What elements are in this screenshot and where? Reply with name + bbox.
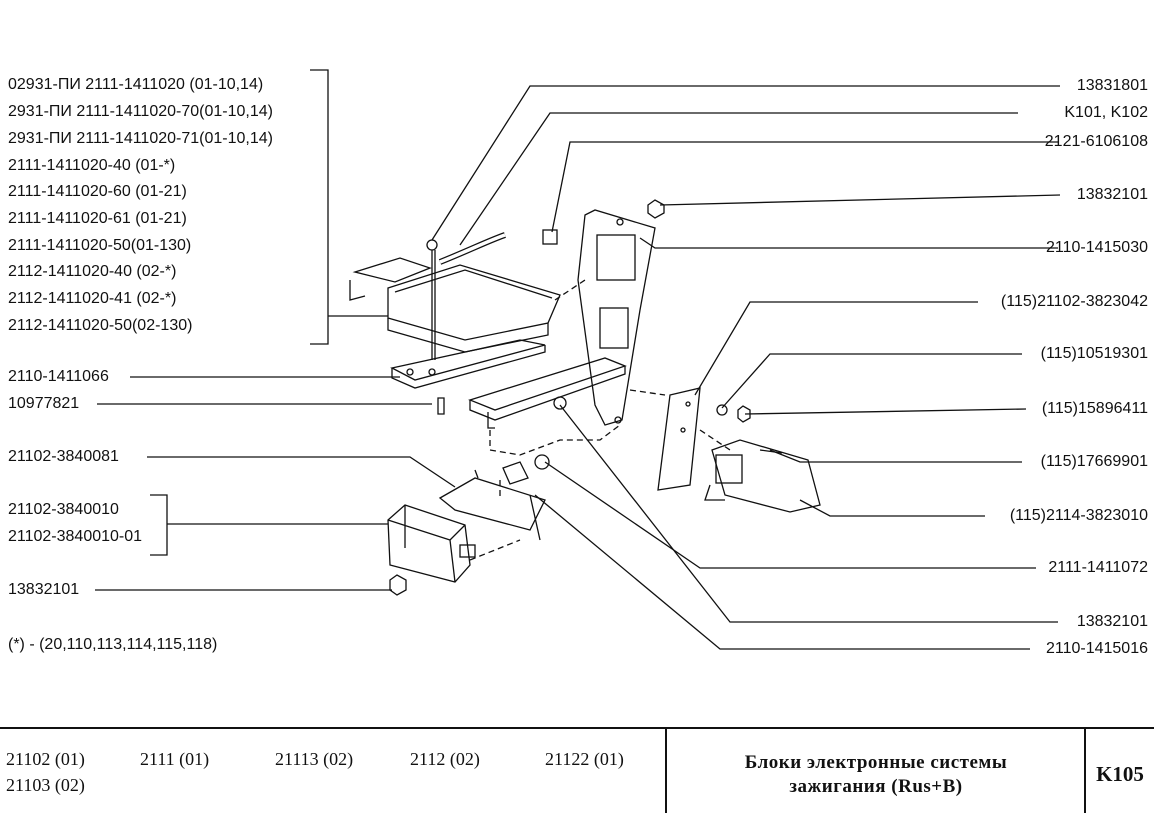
model-label: 21102 (01) <box>6 749 85 769</box>
part-label: 2111-1411020-60 (01-21) <box>8 183 187 200</box>
part-label: 2110-1415030 <box>1045 239 1148 256</box>
part-label-10977821: 10977821 <box>8 395 80 412</box>
part-label: 2931-ПИ 2111-1411020-71(01-10,14) <box>8 130 273 147</box>
part-label: 2112-1411020-50(02-130) <box>8 317 193 334</box>
part-label: 2111-1411072 <box>1048 559 1148 576</box>
part-label: K101, K102 <box>1064 104 1148 121</box>
title-block: 21102 (01) 2111 (01) 21113 (02) 2112 (02… <box>0 727 1154 813</box>
part-label: 2111-1411020-61 (01-21) <box>8 210 187 227</box>
model-label: 21122 (01) <box>545 749 624 769</box>
part-label: (115)15896411 <box>1041 400 1148 417</box>
part-label: 2121-6106108 <box>1044 133 1148 150</box>
part-label: 13831801 <box>1076 77 1148 94</box>
part-label: 2111-1411020-50(01-130) <box>8 237 192 254</box>
model-label: 21103 (02) <box>6 775 85 795</box>
part-label-21102-3840081: 21102-3840081 <box>8 448 119 465</box>
parts-drawing <box>95 69 1061 650</box>
part-label: 2931-ПИ 2111-1411020-70(01-10,14) <box>8 103 273 120</box>
part-label-2110-1411066: 2110-1411066 <box>8 368 109 385</box>
part-label: 02931-ПИ 2111-1411020 (01-10,14) <box>8 76 264 93</box>
group-bracket-2 <box>150 494 168 556</box>
footer-divider <box>1084 729 1086 813</box>
part-label: 2111-1411020-40 (01-*) <box>8 157 176 174</box>
group-bracket <box>310 69 329 345</box>
sheet-title-line1: Блоки электронные системы <box>744 752 1008 773</box>
part-label: (115)17669901 <box>1040 453 1148 470</box>
model-label: 21113 (02) <box>275 749 354 769</box>
part-label: (115)2114-3823010 <box>1009 507 1148 524</box>
part-label: 2110-1415016 <box>1045 640 1148 657</box>
part-label: 21102-3840010-01 <box>8 528 143 545</box>
footer-divider <box>665 729 667 813</box>
part-label-13832101: 13832101 <box>8 581 80 598</box>
part-label: 2112-1411020-40 (02-*) <box>8 263 177 280</box>
sheet-code: K105 <box>1096 762 1144 786</box>
model-label: 2112 (02) <box>410 749 480 769</box>
model-label: 2111 (01) <box>140 749 210 769</box>
part-label: 13832101 <box>1076 186 1148 203</box>
sheet-title: Блоки электронные системы зажигания (Rus… <box>668 751 1084 799</box>
part-label: (115)21102-3823042 <box>1000 293 1148 310</box>
part-label: 2112-1411020-41 (02-*) <box>8 290 177 307</box>
sheet-title-line2: зажигания (Rus+B) <box>789 776 963 797</box>
part-label: 13832101 <box>1076 613 1148 630</box>
part-label: 21102-3840010 <box>8 501 119 518</box>
footnote: (*) - (20,110,113,114,115,118) <box>8 636 218 653</box>
part-label: (115)10519301 <box>1040 345 1148 362</box>
